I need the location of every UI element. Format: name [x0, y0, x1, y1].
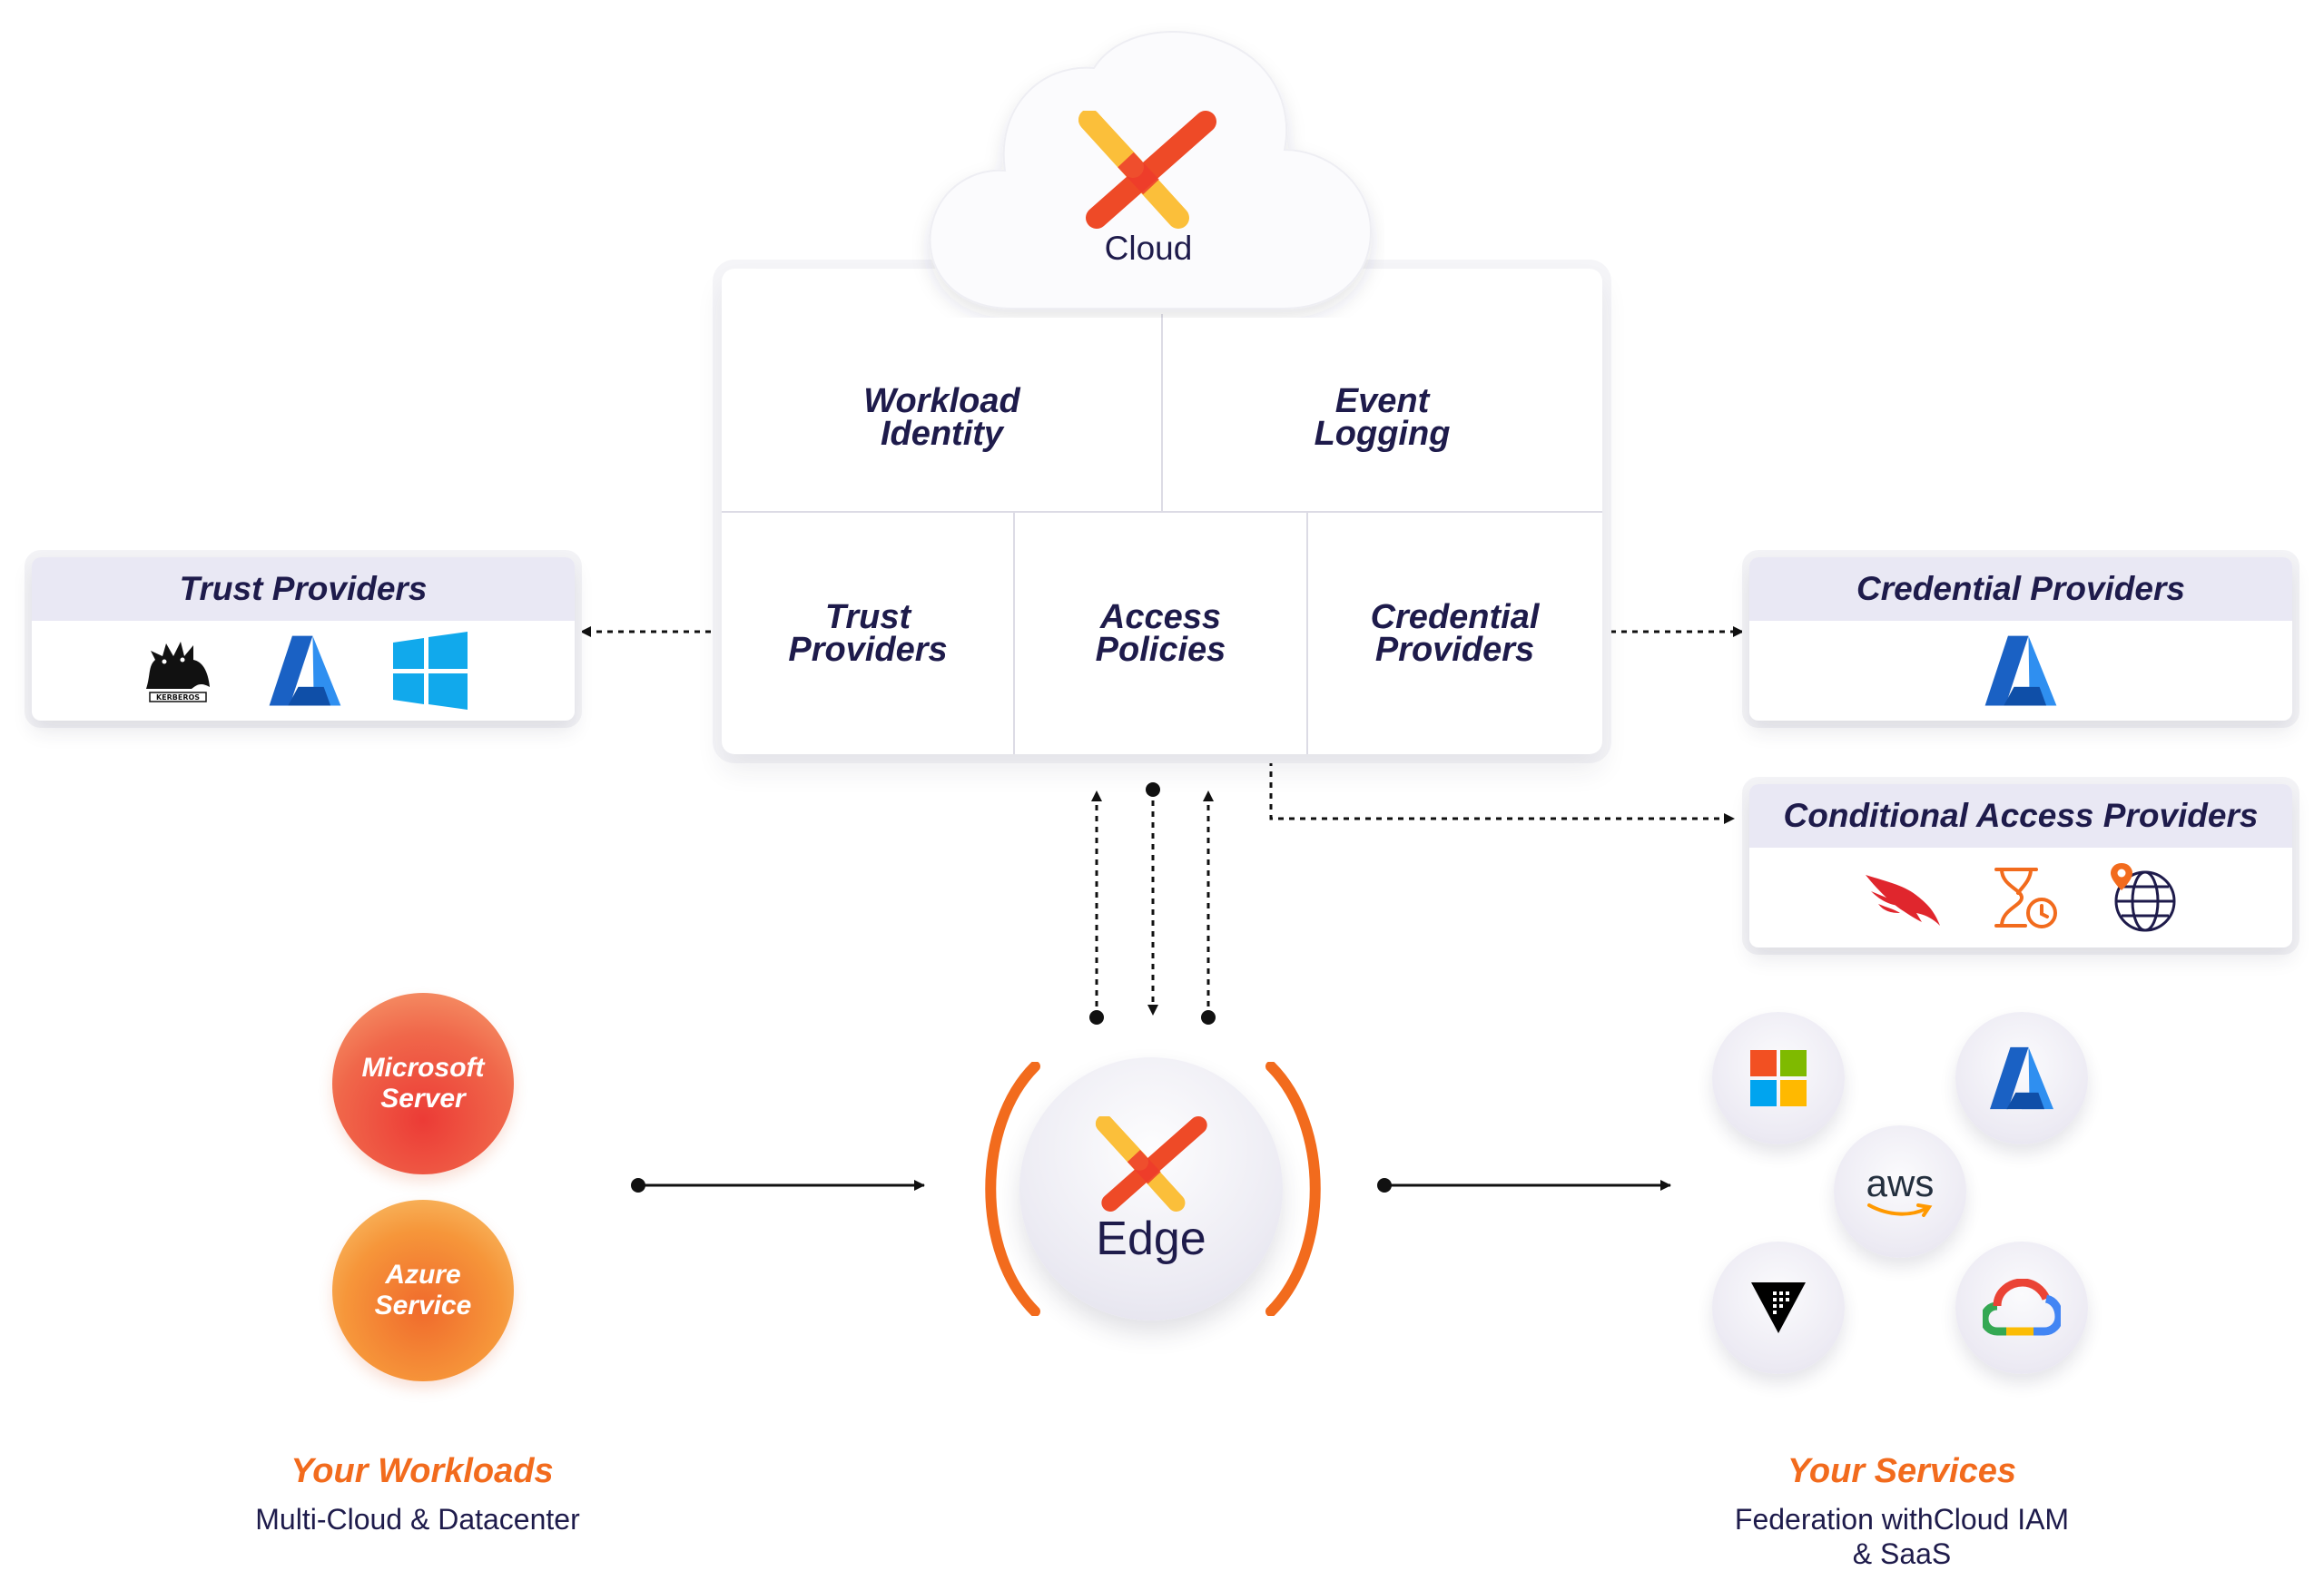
edge-signal-arcs	[985, 1062, 1321, 1316]
cross-x-logo-icon	[1078, 111, 1216, 229]
cloud-label: Cloud	[1104, 230, 1193, 267]
edge-services-arrow	[1377, 1178, 1671, 1193]
google-cloud-icon	[1983, 1279, 2061, 1336]
vault-service	[1712, 1242, 1845, 1374]
globe-location-icon	[2111, 863, 2176, 932]
trust-providers-card: Trust Providers KERBEROS	[32, 557, 575, 721]
cross-x-logo-icon	[1095, 1116, 1207, 1212]
aws-text: aws	[1866, 1162, 1935, 1204]
aws-smile-icon	[1867, 1203, 1933, 1217]
conditional-access-card: Conditional Access Providers	[1749, 784, 2292, 948]
workload-edge-arrow	[631, 1178, 925, 1193]
credential-providers-label: Credential Providers	[1370, 597, 1540, 669]
microsoft-icon	[1750, 1050, 1807, 1106]
event-logging-label: Event Logging	[1314, 382, 1451, 453]
workloads-title: Your Workloads	[290, 1452, 554, 1490]
aws-service: aws	[1834, 1125, 1966, 1258]
microsoft-server-label: Microsoft Server	[361, 1053, 485, 1114]
access-policies-label: Access Policies	[1095, 597, 1226, 669]
console-grid	[722, 314, 1602, 754]
microsoft-service	[1712, 1012, 1845, 1144]
workloads-subtitle: Multi-Cloud & Datacenter	[255, 1503, 580, 1536]
azure-service-label: Azure Service	[374, 1260, 472, 1321]
services-title: Your Services	[1787, 1452, 2017, 1490]
azure-service	[1955, 1012, 2088, 1144]
google-cloud-service	[1955, 1242, 2088, 1374]
services-subtitle: Federation withCloud IAM & SaaS	[1734, 1503, 2070, 1570]
workload-identity-label: Workload Identity	[863, 382, 1020, 453]
kerberos-icon: KERBEROS	[146, 642, 210, 702]
credential-providers-card-title: Credential Providers	[1749, 557, 2292, 621]
edge-label: Edge	[1096, 1213, 1206, 1265]
azure-icon	[269, 635, 341, 706]
hourglass-clock-icon	[1994, 868, 2057, 928]
trust-providers-label: Trust Providers	[788, 597, 948, 669]
microsoft-server-workload: Microsoft Server	[332, 993, 514, 1174]
azure-service-workload: Azure Service	[332, 1200, 514, 1381]
credential-connector	[1592, 624, 1744, 639]
vault-icon	[1751, 1282, 1806, 1333]
kerberos-caption: KERBEROS	[156, 693, 200, 702]
azure-icon	[1990, 1046, 2053, 1110]
edge-cloud-connectors	[1089, 782, 1216, 1025]
conditional-access-card-title: Conditional Access Providers	[1749, 784, 2292, 848]
cloud-console: Workload Identity Event Logging Trust Pr…	[722, 269, 1602, 754]
azure-icon	[1984, 635, 2057, 706]
credential-providers-card: Credential Providers	[1749, 557, 2292, 721]
trust-providers-card-title: Trust Providers	[32, 557, 575, 621]
edge-node	[1019, 1057, 1283, 1321]
trust-connector	[580, 624, 729, 639]
aws-icon: aws	[1866, 1162, 1935, 1218]
crowdstrike-falcon-icon	[1866, 875, 1940, 926]
windows-icon	[393, 632, 468, 710]
